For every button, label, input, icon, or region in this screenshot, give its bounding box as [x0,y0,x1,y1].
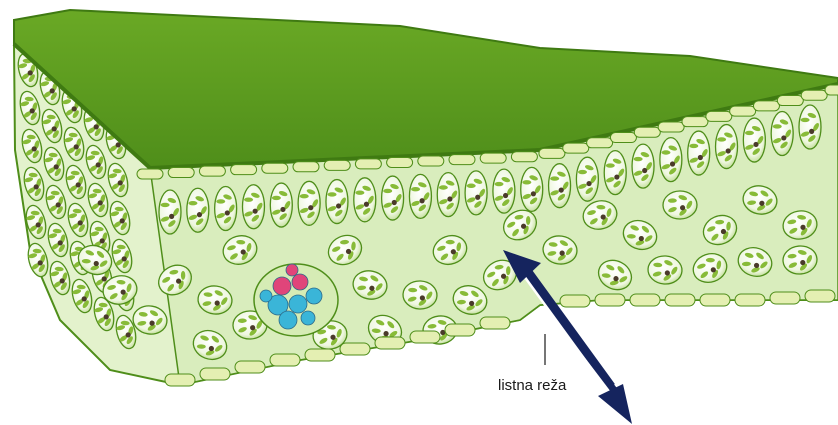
cell [465,171,487,215]
vessel-cell [301,311,315,325]
cell [549,164,571,208]
cell [354,178,376,222]
vessel-cell [292,274,308,290]
cell [743,118,765,162]
cell [409,174,431,218]
cell [187,188,209,232]
cell [660,138,682,182]
cell [242,185,264,229]
cell [604,151,626,195]
vascular-bundle [254,264,338,336]
cell [521,167,543,211]
cell [663,191,697,220]
vessel-cell [289,295,307,313]
vessel-cell [286,264,298,276]
cell [632,144,654,188]
cell [437,173,459,217]
vessel-cell [273,277,291,295]
cell [270,183,292,227]
cell [799,105,821,149]
cell [215,187,237,231]
cell [688,131,710,175]
cell [576,157,598,201]
cell [298,181,320,225]
vessel-cell [306,288,322,304]
stoma-label: listna reža [498,377,567,394]
cell [159,190,181,234]
cell [493,169,515,213]
cell [771,112,793,156]
cell [716,125,738,169]
cell [326,180,348,224]
cell [382,176,404,220]
vessel-cell [279,311,297,329]
vessel-cell [260,290,272,302]
